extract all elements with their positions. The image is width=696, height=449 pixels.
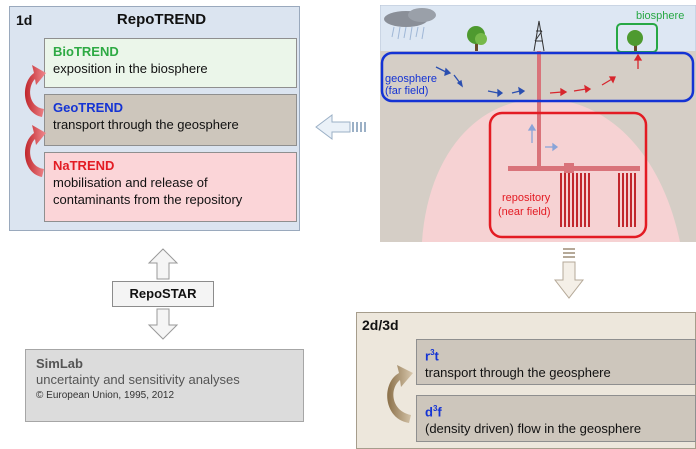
disposal-boreholes <box>560 173 636 227</box>
arrow-na-to-geo-icon <box>24 125 46 177</box>
geotrend-name: GeoTREND <box>53 100 124 115</box>
repotrend-title: RepoTREND <box>116 11 207 28</box>
d3f-desc: (density driven) flow in the geosphere <box>425 421 642 437</box>
geotrend-desc: transport through the geosphere <box>53 117 239 132</box>
geosphere-label-line2: (far field) <box>385 85 428 97</box>
panel-tag-2d3d: 2d/3d <box>362 317 399 333</box>
simlab-desc: uncertainty and sensitivity analyses <box>36 372 240 387</box>
flow-arrows <box>435 53 643 152</box>
simlab-box: SimLab uncertainty and sensitivity analy… <box>25 349 304 422</box>
natrend-desc-line2: contaminants from the repository <box>53 192 243 207</box>
simlab-name: SimLab <box>36 356 83 371</box>
d3f-box: d3f (density driven) flow in the geosphe… <box>416 395 696 442</box>
repotrend-panel: 1d RepoTREND BioTREND exposition in the … <box>9 6 300 231</box>
repository-highlight <box>488 111 648 239</box>
simlab-copyright: © European Union, 1995, 2012 <box>36 390 175 401</box>
arrow-geo-to-bio-icon <box>24 65 46 117</box>
biotrend-desc: exposition in the biosphere <box>53 61 208 76</box>
geosphere-label-line1: geosphere <box>385 73 437 85</box>
arrow-left-icon <box>315 114 366 140</box>
biosphere-label: biosphere <box>636 10 684 22</box>
cloud-icon <box>384 8 436 41</box>
repository-label-line2: (near field) <box>498 206 551 218</box>
r3t-name: r3t <box>425 348 439 364</box>
biotrend-box: BioTREND exposition in the biosphere <box>44 38 297 88</box>
geosphere-highlight <box>380 51 695 103</box>
biotrend-name: BioTREND <box>53 44 119 59</box>
d3f-name: d3f <box>425 404 442 420</box>
repository-label-line1: repository <box>502 192 551 204</box>
repostar-box: RepoSTAR <box>112 281 214 307</box>
r3t-desc: transport through the geosphere <box>425 365 611 381</box>
natrend-desc-line1: mobilisation and release of <box>53 175 208 190</box>
double-arrow-icon <box>147 248 179 340</box>
r3t-box: r3t transport through the geosphere <box>416 339 696 385</box>
coupling-arrow-icon <box>387 365 413 423</box>
panel-2d3d: 2d/3d r3t transport through the geospher… <box>356 312 696 449</box>
coupling-arrows <box>24 65 46 177</box>
natrend-name: NaTREND <box>53 158 115 173</box>
tree-icon <box>467 26 487 51</box>
panel-tag-1d: 1d <box>16 12 33 28</box>
geotrend-box: GeoTREND transport through the geosphere <box>44 94 297 146</box>
repository-scene: biosphere geosphere (far field) reposito… <box>380 5 696 242</box>
natrend-box: NaTREND mobilisation and release of cont… <box>44 152 297 222</box>
drilling-rig-icon <box>533 20 545 52</box>
arrow-down-icon <box>553 248 585 299</box>
tree-icon <box>627 30 643 52</box>
